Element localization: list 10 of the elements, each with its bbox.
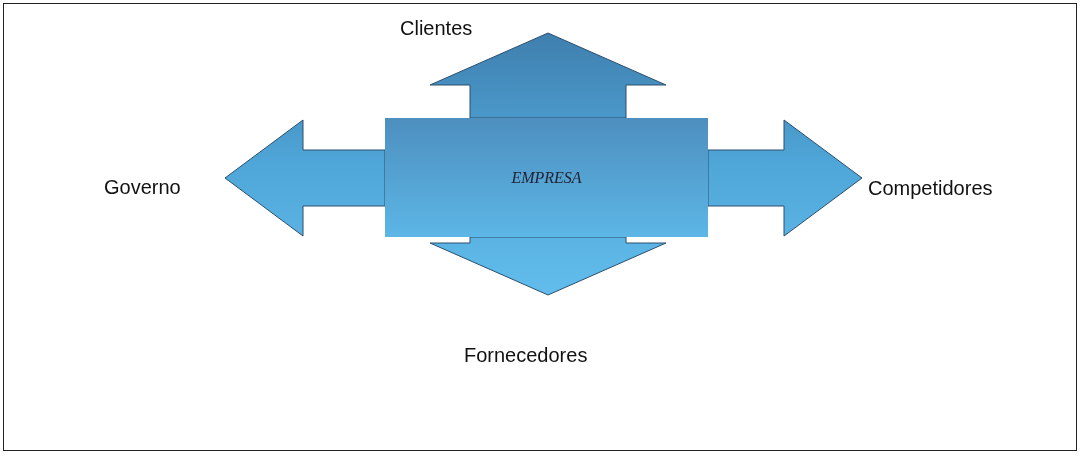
stakeholder-label: Competidores	[868, 177, 993, 199]
block-arrow	[429, 32, 667, 119]
box-label: EMPRESA	[511, 167, 582, 188]
block-arrow	[224, 119, 386, 237]
stakeholder-label: Governo	[104, 176, 181, 198]
block-arrow	[429, 236, 667, 296]
company-box	[385, 118, 708, 237]
stakeholder-label: Fornecedores	[464, 344, 588, 366]
block-arrow	[707, 119, 863, 237]
stakeholder-label: Clientes	[400, 17, 473, 39]
